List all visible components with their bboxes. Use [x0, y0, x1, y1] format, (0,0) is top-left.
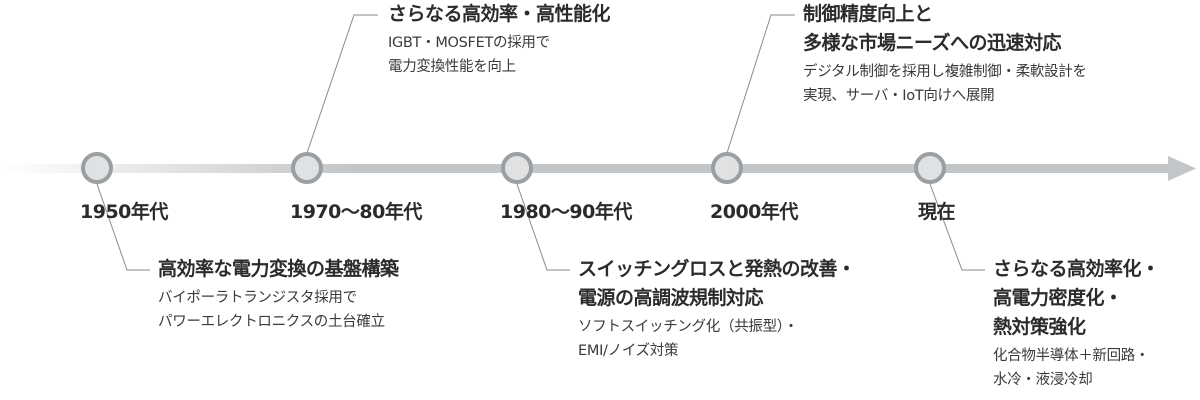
card-desc: EMI/ノイズ対策: [578, 343, 679, 359]
card-desc: ソフトスイッチング化（共振型）・: [578, 319, 798, 335]
card-1970: さらなる高効率・高性能化 IGBT・MOSFETの採用で 電力変換性能を向上: [388, 0, 611, 79]
connector-1970: [306, 14, 378, 154]
card-title: 熱対策強化: [993, 316, 1086, 338]
card-desc: バイポーラトランジスタ採用で: [158, 290, 357, 306]
card-desc: IGBT・MOSFETの採用で: [388, 35, 550, 51]
node-now: [914, 152, 946, 184]
card-title: さらなる高効率・高性能化: [388, 3, 611, 25]
card-title: 高効率な電力変換の基盤構築: [158, 258, 399, 280]
card-title: 多様な市場ニーズへの迅速対応: [803, 32, 1062, 54]
connector-now: [929, 183, 985, 271]
card-desc: 電力変換性能を向上: [388, 59, 516, 75]
connector-1980: [516, 183, 570, 271]
era-label-1980: 1980〜90年代: [500, 201, 632, 223]
card-title: 制御精度向上と: [803, 3, 933, 25]
node-1970: [291, 152, 323, 184]
card-desc: パワーエレクトロニクスの土台確立: [158, 314, 385, 330]
connector-2000: [726, 14, 795, 154]
card-desc: 実現、サーバ・IoT向けへ展開: [803, 88, 995, 104]
era-label-now: 現在: [918, 201, 956, 223]
card-2000: 制御精度向上と 多様な市場ニーズへの迅速対応 デジタル制御を採用し複雑制御・柔軟…: [803, 0, 1087, 108]
card-desc: 化合物半導体＋新回路・: [993, 348, 1150, 364]
timeline-axis: [0, 164, 1172, 173]
node-1980: [501, 152, 533, 184]
timeline-arrowhead: [1168, 156, 1196, 181]
era-label-1950: 1950年代: [80, 201, 168, 223]
card-desc: デジタル制御を採用し複雑制御・柔軟設計を: [803, 64, 1087, 80]
card-title: スイッチングロスと発熱の改善・: [578, 258, 856, 280]
card-desc: 水冷・液浸冷却: [993, 372, 1093, 388]
card-now: さらなる高効率化・ 高電力密度化・ 熱対策強化 化合物半導体＋新回路・ 水冷・液…: [993, 255, 1160, 392]
node-2000: [711, 152, 743, 184]
era-label-1970: 1970〜80年代: [290, 201, 422, 223]
card-title: 高電力密度化・: [993, 287, 1123, 309]
era-label-2000: 2000年代: [710, 201, 798, 223]
card-title: さらなる高効率化・: [993, 258, 1160, 280]
card-title: 電源の高調波規制対応: [578, 287, 764, 309]
connector-1950: [96, 183, 150, 271]
card-1950: 高効率な電力変換の基盤構築 バイポーラトランジスタ採用で パワーエレクトロニクス…: [158, 255, 399, 334]
card-1980: スイッチングロスと発熱の改善・ 電源の高調波規制対応 ソフトスイッチング化（共振…: [578, 255, 856, 363]
node-1950: [81, 152, 113, 184]
